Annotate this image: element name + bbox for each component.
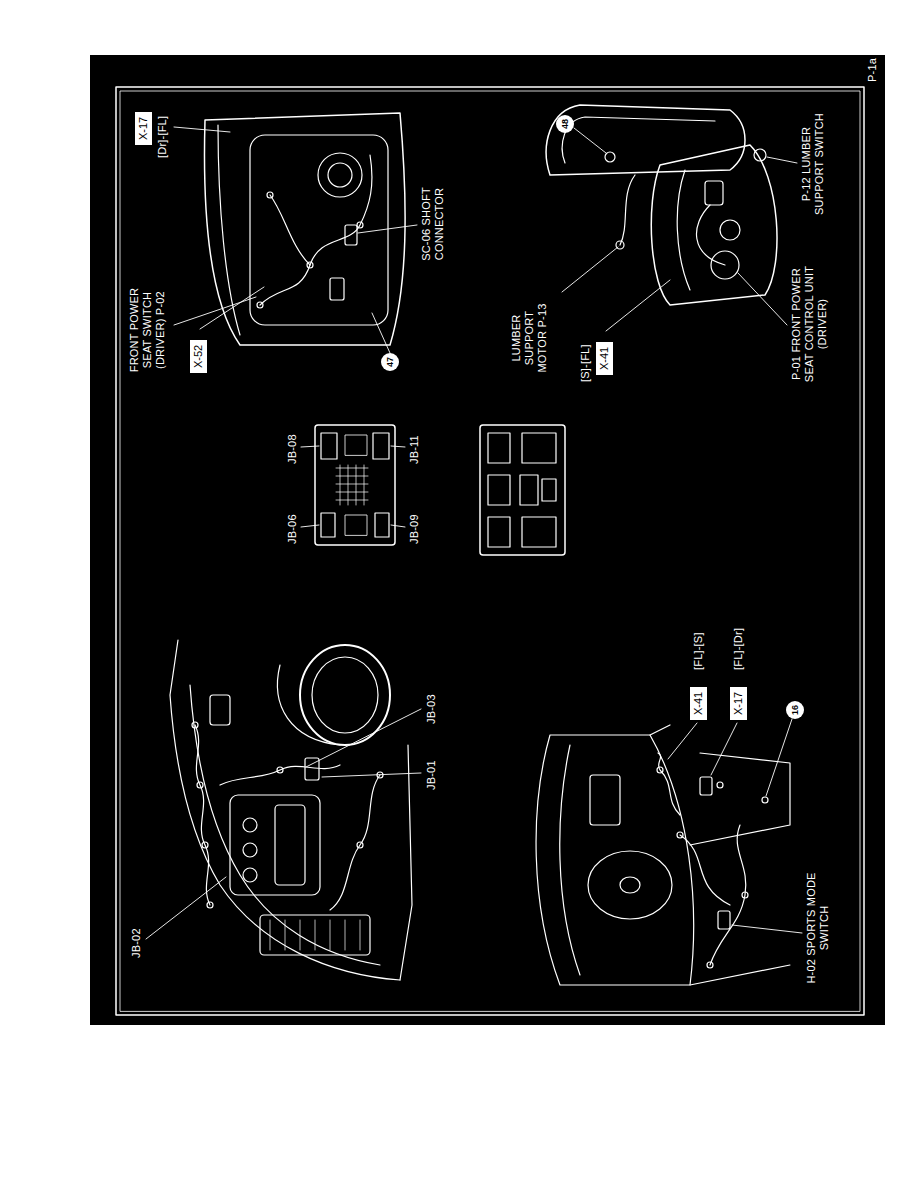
dashboard	[536, 719, 802, 985]
callout-number: 47	[385, 357, 395, 367]
junction-label: JB-02	[130, 927, 143, 959]
connector-code: X-41	[692, 692, 704, 715]
connector-pair: [FL]-[Dr]	[732, 627, 745, 671]
junction-label: JB-08	[286, 433, 299, 465]
fuse-block	[301, 425, 405, 545]
connector-pair: [FL]-[S]	[692, 631, 705, 671]
engine-compartment	[146, 640, 421, 980]
component-label: SC-06 SHOFT CONNECTOR	[420, 181, 446, 267]
illustration	[90, 55, 885, 1025]
component-label: H-02 SPORTS MODE SWITCH	[805, 871, 831, 985]
connector-code: X-52	[192, 345, 204, 368]
power-seat	[546, 105, 797, 331]
connector-tag: X-52	[190, 340, 207, 373]
callout-circle: 16	[786, 701, 804, 719]
component-label: P-12 LUMBER SUPPORT SWITCH	[800, 103, 826, 225]
connector-code: X-17	[732, 692, 744, 715]
connector-tag: X-17	[135, 112, 152, 145]
connector-code: X-41	[598, 347, 610, 370]
connector-tag: X-17	[730, 687, 747, 720]
diagram-panel: P-1aJB-02 JB-03JB-01 JB-06 JB-08JB-09 JB-11 F…	[90, 55, 885, 1025]
component-label: FRONT POWER SEAT SWITCH (DRIVER) P-02	[128, 283, 167, 377]
junction-label: JB-01	[425, 759, 438, 791]
component-label: LUMBER SUPPORT MOTOR P-13	[510, 291, 549, 385]
connector-pair: [S]-[FL]	[579, 343, 592, 383]
callout-circle: 48	[556, 115, 574, 133]
callout-circle: 47	[381, 353, 399, 371]
junction-label: JB-06	[286, 513, 299, 545]
junction-label: JB-11	[408, 434, 421, 465]
callout-number: 48	[560, 119, 570, 129]
door-panel	[174, 113, 417, 353]
page-id: P-1a	[866, 57, 879, 83]
connector-tag: X-41	[690, 687, 707, 720]
connector-code: X-17	[137, 117, 149, 140]
connector-pair: [Dr]-[FL]	[156, 115, 169, 159]
junction-label: JB-03	[425, 693, 438, 725]
relay-block	[480, 425, 565, 555]
junction-label: JB-09	[408, 513, 421, 545]
callout-number: 16	[790, 705, 800, 715]
page-frame	[116, 87, 864, 1015]
component-label: P-01 FRONT POWER SEAT CONTROL UNIT (DRIV…	[790, 253, 829, 395]
connector-tag: X-41	[596, 342, 613, 375]
